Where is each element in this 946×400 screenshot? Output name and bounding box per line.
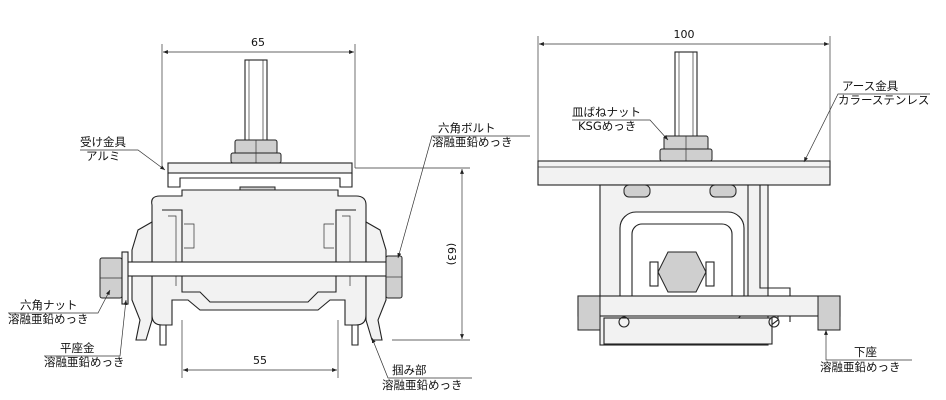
svg-text:アルミ: アルミ (86, 149, 120, 163)
label-lower-seat: 下座 溶融亜鉛めっき (820, 330, 912, 374)
label-disc-spring-nut: 皿ばねナット KSGめっき (572, 105, 669, 141)
clamp-body (151, 189, 367, 326)
earth-plate (537, 160, 831, 186)
label-hex-bolt: 六角ボルト 溶融亜鉛めっき (397, 121, 530, 259)
svg-text:溶融亜鉛めっき: 溶融亜鉛めっき (432, 135, 513, 149)
flat-washer (121, 251, 129, 305)
receiver-plate (167, 162, 353, 174)
svg-text:溶融亜鉛めっき: 溶融亜鉛めっき (382, 378, 463, 392)
front-view: 65 (8, 36, 530, 392)
dim-front-height: (63) (355, 167, 470, 341)
dim-front-height-label: (63) (445, 243, 458, 266)
svg-text:溶融亜鉛めっき: 溶融亜鉛めっき (8, 312, 89, 326)
svg-text:溶融亜鉛めっき: 溶融亜鉛めっき (820, 360, 901, 374)
svg-text:掴み部: 掴み部 (392, 363, 427, 377)
svg-text:受け金具: 受け金具 (80, 135, 126, 149)
svg-text:アース金具: アース金具 (842, 79, 899, 93)
svg-text:カラーステンレス: カラーステンレス (838, 93, 929, 107)
hex-bolt-shaft (244, 59, 268, 153)
dim-front-bottom-label: 55 (253, 354, 267, 367)
svg-text:皿ばねナット: 皿ばねナット (572, 105, 641, 119)
lower-seat (577, 295, 841, 317)
svg-text:平座金: 平座金 (60, 341, 95, 355)
side-bolt-head (657, 251, 707, 293)
dim-front-width-label: 65 (251, 36, 265, 49)
grip-right (365, 221, 387, 341)
dim-front-bottom: 55 (181, 320, 339, 378)
label-earth-fitting: アース金具 カラーステンレス (803, 79, 930, 163)
side-view: 100 皿ばねナット (537, 28, 930, 374)
svg-text:KSGめっき: KSGめっき (578, 119, 636, 133)
label-hex-nut-left: 六角ナット 溶融亜鉛めっき (8, 289, 111, 326)
svg-text:六角ボルト: 六角ボルト (438, 121, 496, 135)
label-receiver: 受け金具 アルミ (80, 135, 166, 171)
svg-text:下座: 下座 (854, 345, 877, 359)
label-grip: 掴み部 溶融亜鉛めっき (371, 337, 472, 392)
dim-front-width: 65 (161, 36, 356, 168)
dim-side-width: 100 (537, 28, 831, 162)
label-flat-washer: 平座金 溶融亜鉛めっき (44, 299, 128, 369)
side-bolt-shaft (674, 51, 698, 143)
svg-text:溶融亜鉛めっき: 溶融亜鉛めっき (44, 355, 125, 369)
dim-side-width-label: 100 (674, 28, 695, 41)
grip-left (131, 221, 153, 341)
svg-text:六角ナット: 六角ナット (20, 298, 78, 312)
through-bolt (125, 261, 393, 277)
